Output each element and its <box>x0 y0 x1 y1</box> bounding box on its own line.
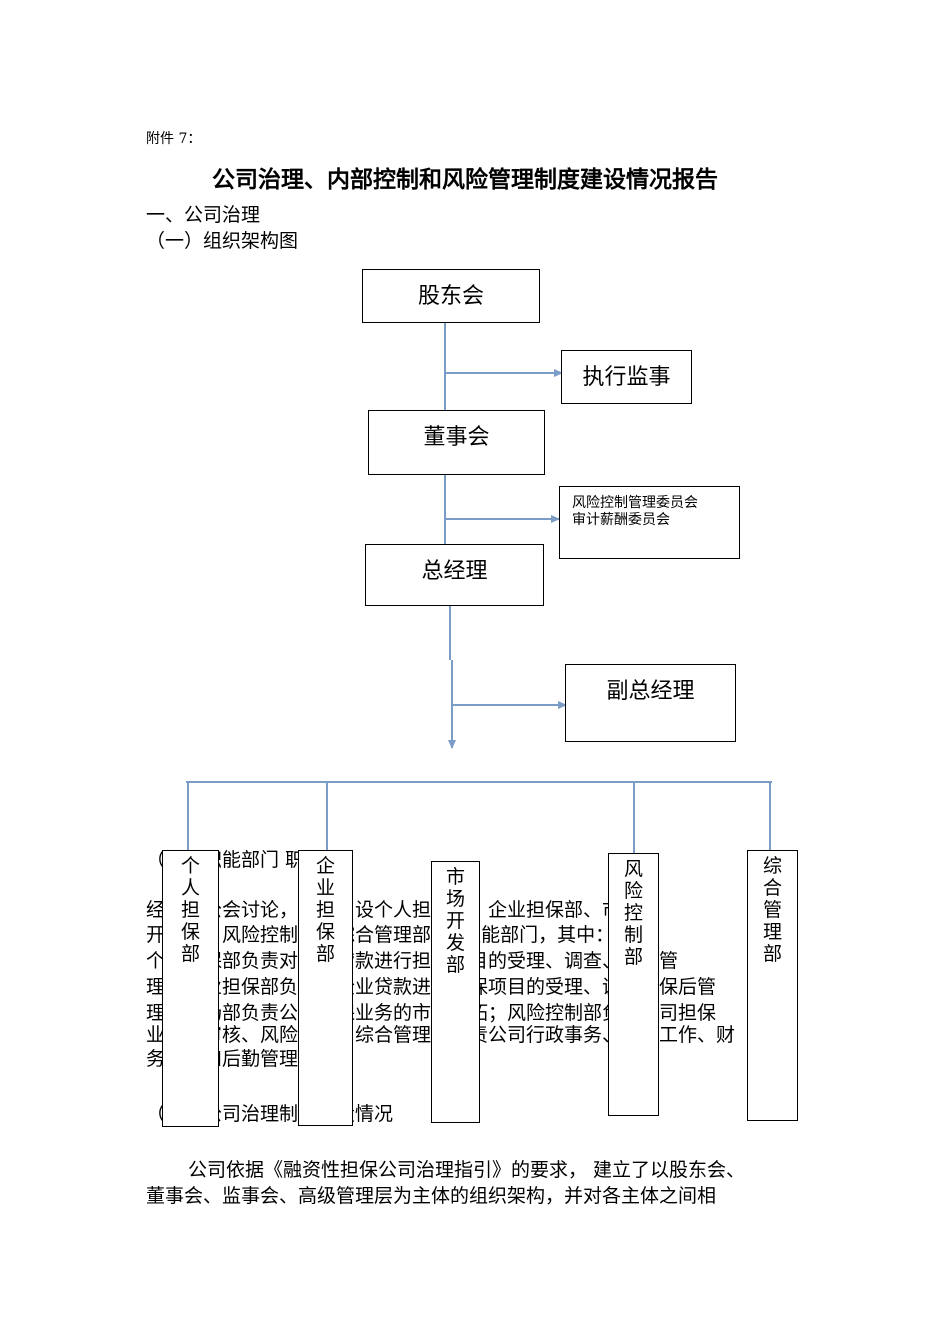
shareholders-box: 股东会 <box>362 269 540 323</box>
committees-box: 风险控制管理委员会 审计薪酬委员会 <box>559 486 740 559</box>
hidden-text-line: 经理办公会讨论，我公司设个人担保部、企业担保部、市场 <box>146 899 641 921</box>
dept-personal-guarantee: 个人担保部 <box>162 850 219 1127</box>
hidden-text-line: 开发部、风险控制部、综合管理部5个职能部门，其中： <box>146 924 615 946</box>
subsection-heading: （一）组织架构图 <box>146 230 299 252</box>
annex-label: 附件 7： <box>146 131 202 147</box>
committee-audit: 审计薪酬委员会 <box>572 512 670 528</box>
supervisor-box: 执行监事 <box>561 350 692 404</box>
board-box: 董事会 <box>368 410 545 475</box>
paragraph-line: 董事会、监事会、高级管理层为主体的组织架构，并对各主体之间相 <box>146 1185 717 1207</box>
document-title: 公司治理、内部控制和风险管理制度建设情况报告 <box>212 166 718 193</box>
gm-box: 总经理 <box>365 544 544 606</box>
hidden-text-line: 个人担保部负责对个人贷款进行担保项目的受理、调查、保后管 <box>146 950 679 972</box>
dept-risk-control: 风险控制部 <box>608 853 659 1116</box>
deputy-gm-box: 副总经理 <box>565 664 736 742</box>
dept-market-development: 市场开发部 <box>431 861 480 1123</box>
paragraph-line: 公司依据《融资性担保公司治理指引》的要求， 建立了以股东会、 <box>188 1159 746 1181</box>
dept-general-management: 综合管理部 <box>747 850 798 1121</box>
section-heading: 一、公司治理 <box>146 204 261 226</box>
committee-risk: 风险控制管理委员会 <box>572 495 698 511</box>
dept-enterprise-guarantee: 企业担保部 <box>298 850 353 1126</box>
